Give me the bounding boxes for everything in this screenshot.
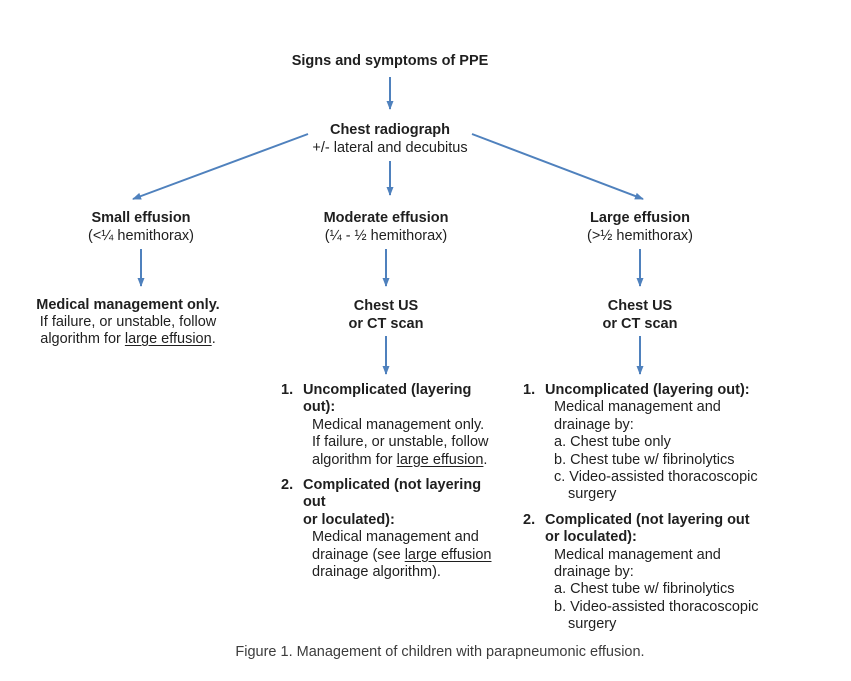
arrow-branch-right — [471, 133, 644, 200]
large-item-1-option-b: b. Chest tube w/ fibrinolytics — [554, 451, 735, 468]
small-outcome-line3: algorithm for large effusion. — [28, 331, 228, 348]
moderate-effusion-subtitle: (¼ - ½ hemithorax) — [324, 228, 448, 244]
chest-radiograph-title: Chest radiograph — [329, 122, 451, 138]
moderate-item-1-head: Uncomplicated (layering out): — [303, 382, 472, 416]
moderate-item-2-head-line1: Complicated (not layering out — [303, 477, 482, 511]
figure-caption: Figure 1. Management of children with pa… — [140, 644, 740, 660]
moderate-item-2-line2-pre: drainage (see — [312, 546, 405, 563]
large-item-1-option-c: c. Video-assisted thoracoscopic — [554, 469, 758, 486]
large-item-2-option-b: b. Video-assisted thoracoscopic — [554, 598, 759, 615]
moderate-item-1-content: Uncomplicated (layering out): Medical ma… — [303, 382, 506, 469]
node-signs-symptoms: Signs and symptoms of PPE — [290, 52, 490, 70]
large-item-1-line1: Medical management and — [554, 399, 721, 416]
moderate-item-2-line1: Medical management and — [312, 529, 479, 546]
large-item-1-content: Uncomplicated (layering out): Medical ma… — [545, 382, 758, 504]
moderate-item-1-line3-post: . — [483, 451, 488, 468]
large-item-1-head: Uncomplicated (layering out): — [545, 382, 750, 398]
moderate-imaging-line2: or CT scan — [348, 316, 424, 332]
node-small-outcome: Medical management only. If failure, or … — [28, 297, 228, 348]
large-imaging-line2: or CT scan — [602, 316, 678, 332]
node-large-imaging: Chest US or CT scan — [590, 297, 690, 333]
node-moderate-imaging: Chest US or CT scan — [336, 297, 436, 333]
moderate-item-1-line3: algorithm for large effusion. — [312, 452, 506, 469]
small-outcome-line3-pre: algorithm for — [40, 331, 125, 347]
large-item-1-option-a: a. Chest tube only — [554, 434, 671, 451]
large-item-2-line1: Medical management and — [554, 546, 721, 563]
figure-caption-text: Figure 1. Management of children with pa… — [235, 644, 645, 660]
moderate-item-1-line1: Medical management only. — [312, 416, 485, 433]
moderate-item-2-line3: drainage algorithm). — [312, 564, 441, 581]
large-imaging-line1: Chest US — [607, 298, 673, 314]
moderate-item-1-large-effusion-ref: large effusion — [396, 451, 484, 468]
large-item-2-body: Medical management and drainage by: a. C… — [554, 547, 758, 634]
small-effusion-subtitle: (<¼ hemithorax) — [88, 228, 194, 244]
moderate-item-1: 1. Uncomplicated (layering out): Medical… — [281, 382, 506, 469]
moderate-item-1-body: Medical management only. If failure, or … — [312, 417, 506, 469]
moderate-item-2-body: Medical management and drainage (see lar… — [312, 529, 506, 581]
node-large-effusion: Large effusion (>½ hemithorax) — [550, 209, 730, 245]
list-moderate: 1. Uncomplicated (layering out): Medical… — [281, 382, 506, 581]
small-effusion-title: Small effusion — [91, 210, 191, 226]
signs-symptoms-label: Signs and symptoms of PPE — [291, 53, 489, 69]
moderate-item-1-line2: If failure, or unstable, follow — [312, 434, 489, 451]
large-item-2-number: 2. — [523, 511, 536, 528]
large-item-2-option-b-cont: surgery — [568, 616, 617, 633]
moderate-item-2-head-line2: or loculated): — [303, 511, 395, 528]
moderate-item-2: 2. Complicated (not layering out or locu… — [281, 477, 506, 581]
large-effusion-subtitle: (>½ hemithorax) — [587, 228, 693, 244]
large-item-1-line2: drainage by: — [554, 416, 634, 433]
moderate-item-1-line3-pre: algorithm for — [312, 451, 397, 468]
list-large: 1. Uncomplicated (layering out): Medical… — [523, 382, 773, 634]
moderate-item-2-content: Complicated (not layering out or loculat… — [303, 477, 506, 581]
moderate-item-2-number: 2. — [281, 477, 294, 494]
large-item-2-head-line1: Complicated (not layering out — [545, 511, 750, 528]
small-outcome-line3-post: . — [211, 331, 216, 347]
moderate-imaging-line1: Chest US — [353, 298, 419, 314]
arrow-branch-left — [132, 133, 309, 200]
moderate-item-1-number: 1. — [281, 382, 294, 398]
node-chest-radiograph: Chest radiograph +/- lateral and decubit… — [290, 121, 490, 157]
large-effusion-title: Large effusion — [590, 210, 690, 226]
moderate-effusion-title: Moderate effusion — [323, 210, 449, 226]
large-item-2-head-line2: or loculated): — [545, 529, 637, 546]
moderate-item-2-large-effusion-ref: large effusion — [404, 546, 492, 563]
large-item-1: 1. Uncomplicated (layering out): Medical… — [523, 382, 773, 504]
small-outcome-line1: Medical management only. — [36, 297, 220, 313]
large-item-2-line2: drainage by: — [554, 564, 634, 581]
large-item-2-content: Complicated (not layering out or loculat… — [545, 512, 758, 634]
small-outcome-line2: If failure, or unstable, follow — [39, 314, 217, 330]
large-item-1-body: Medical management and drainage by: a. C… — [554, 399, 758, 503]
chest-radiograph-subtitle: +/- lateral and decubitus — [312, 140, 468, 156]
node-small-effusion: Small effusion (<¼ hemithorax) — [51, 209, 231, 245]
moderate-item-2-line2: drainage (see large effusion — [312, 547, 506, 564]
node-moderate-effusion: Moderate effusion (¼ - ½ hemithorax) — [296, 209, 476, 245]
large-item-1-number: 1. — [523, 382, 536, 398]
large-item-2-option-a: a. Chest tube w/ fibrinolytics — [554, 581, 735, 598]
large-item-1-option-c-cont: surgery — [568, 486, 617, 503]
large-item-2: 2. Complicated (not layering out or locu… — [523, 512, 773, 634]
small-outcome-large-effusion-ref: large effusion — [124, 331, 212, 347]
